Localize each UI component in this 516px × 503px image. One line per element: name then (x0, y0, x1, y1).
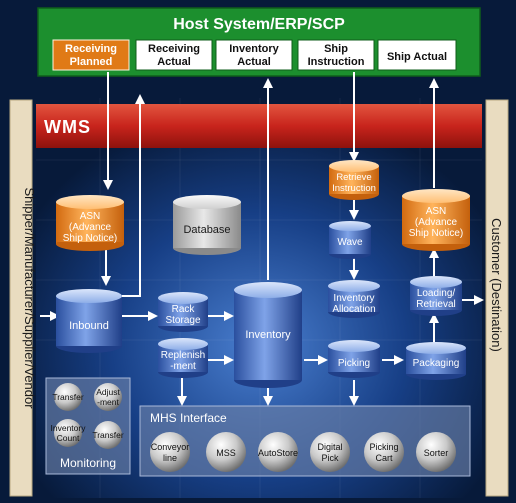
wave-node: Wave (329, 221, 371, 259)
label-nodes-asn_in-l2: (Advance (69, 222, 112, 233)
monitoring-panel: Transfer Adjust -ment Inventory Count Tr… (45, 377, 131, 475)
label-host-boxes-0-line1: Receiving (65, 43, 117, 55)
label-nodes-retrieve-l2: Instruction (332, 183, 376, 194)
label-nodes-asn_out-l3: Ship Notice) (409, 228, 463, 239)
inventory-allocation-node: Inventory Allocation (328, 280, 380, 318)
label-nodes-rack-l1: Rack (172, 304, 196, 315)
label-mhs-items-2-l1: AutoStore (258, 448, 298, 458)
label-monitoring-items-0-l1: Transfer (52, 392, 84, 402)
label-monitoring-items-3-l1: Transfer (92, 430, 124, 440)
label-mhs-items-4-l1: Picking (369, 442, 398, 452)
label-mhs-items-1-l1: MSS (216, 448, 236, 458)
arrow-inbound-to-host (122, 94, 145, 297)
customer-label: Customer (Destination) (489, 218, 504, 352)
label-host-boxes-3-line2: Instruction (308, 56, 365, 68)
label-nodes-asn_out-l2: (Advance (415, 217, 458, 228)
label-host-boxes-3-line1: Ship (324, 43, 348, 55)
label-nodes-loading-l1: Loading/ (417, 288, 456, 299)
label-nodes-inventory-l1: Inventory (245, 329, 291, 341)
label-monitoring-items-1-l2: -ment (97, 397, 119, 407)
customer-band: Customer (Destination) (485, 99, 509, 497)
mhs-label: MHS Interface (150, 411, 227, 425)
label-nodes-asn_in-l1: ASN (80, 211, 101, 222)
wms-label: WMS (44, 117, 91, 137)
asn-inbound-node: ASN (Advance Ship Notice) (56, 195, 124, 251)
label-nodes-rack-l2: Storage (165, 315, 200, 326)
packaging-node: Packaging (406, 342, 466, 380)
label-nodes-replenish-l2: -ment (170, 361, 196, 372)
shipper-band: Shipper/Manufacturer/Supplier/Vendor (9, 99, 37, 497)
shipper-label: Shipper/Manufacturer/Supplier/Vendor (22, 187, 37, 409)
label-nodes-inbound-l1: Inbound (69, 320, 109, 332)
label-nodes-picking-l1: Picking (338, 358, 370, 369)
label-host-boxes-0-line2: Planned (70, 56, 113, 68)
mhs-interface-panel: MHS Interface Conveyor line MSS AutoStor… (139, 405, 471, 477)
host-box-ship-actual: Ship Actual (377, 39, 457, 71)
label-mhs-items-5-l1: Sorter (424, 448, 449, 458)
label-nodes-asn_in-l3: Ship Notice) (63, 233, 117, 244)
label-host-boxes-4-line1: Ship Actual (387, 51, 447, 63)
label-nodes-wave-l1: Wave (337, 237, 363, 248)
wms-band: WMS (36, 104, 482, 148)
monitoring-label: Monitoring (60, 456, 116, 470)
host-title: Host System/ERP/SCP (173, 16, 345, 33)
label-mhs-items-4-l2: Cart (375, 453, 393, 463)
host-box-ship-instruction: Ship Instruction (297, 39, 375, 71)
loading-retrieval-node: Loading/ Retrieval (410, 276, 462, 316)
flow-arrows (40, 72, 484, 406)
label-nodes-allocation-l2: Allocation (332, 304, 375, 315)
inbound-node: Inbound (56, 289, 122, 353)
label-nodes-asn_out-l1: ASN (426, 206, 447, 217)
picking-node: Picking (328, 340, 380, 378)
asn-outbound-node: ASN (Advance Ship Notice) (402, 189, 470, 251)
label-host-boxes-2-line2: Actual (237, 56, 271, 68)
label-mhs-items-3-l2: Pick (321, 453, 339, 463)
host-box-receiving-actual: Receiving Actual (135, 39, 213, 71)
label-mhs-items-0-l1: Conveyor (151, 442, 190, 452)
replenishment-node: Replenish -ment (158, 338, 208, 378)
rack-storage-node: Rack Storage (158, 292, 208, 332)
label-host-boxes-1-line2: Actual (157, 56, 191, 68)
label-mhs-items-0-l2: line (163, 453, 177, 463)
label-nodes-allocation-l1: Inventory (333, 293, 374, 304)
host-box-inventory-actual: Inventory Actual (215, 39, 293, 71)
label-monitoring-items-1-l1: Adjust (96, 387, 120, 397)
label-nodes-packaging-l1: Packaging (413, 358, 460, 369)
inventory-node: Inventory (234, 282, 302, 388)
label-host-boxes-1-line1: Receiving (148, 43, 200, 55)
label-nodes-retrieve-l1: Retrieve (336, 172, 371, 183)
label-host-boxes-2-line1: Inventory (229, 43, 279, 55)
label-nodes-loading-l2: Retrieval (416, 299, 455, 310)
database-node: Database (173, 195, 241, 255)
host-box-receiving-planned: Receiving Planned (52, 39, 130, 71)
label-nodes-replenish-l1: Replenish (161, 350, 205, 361)
retrieve-instruction-node: Retrieve Instruction (329, 160, 379, 200)
label-mhs-items-3-l1: Digital (317, 442, 342, 452)
label-monitoring-items-2-l1: Inventory (51, 423, 87, 433)
label-nodes-database-l1: Database (183, 224, 230, 236)
label-monitoring-items-2-l2: Count (57, 433, 80, 443)
